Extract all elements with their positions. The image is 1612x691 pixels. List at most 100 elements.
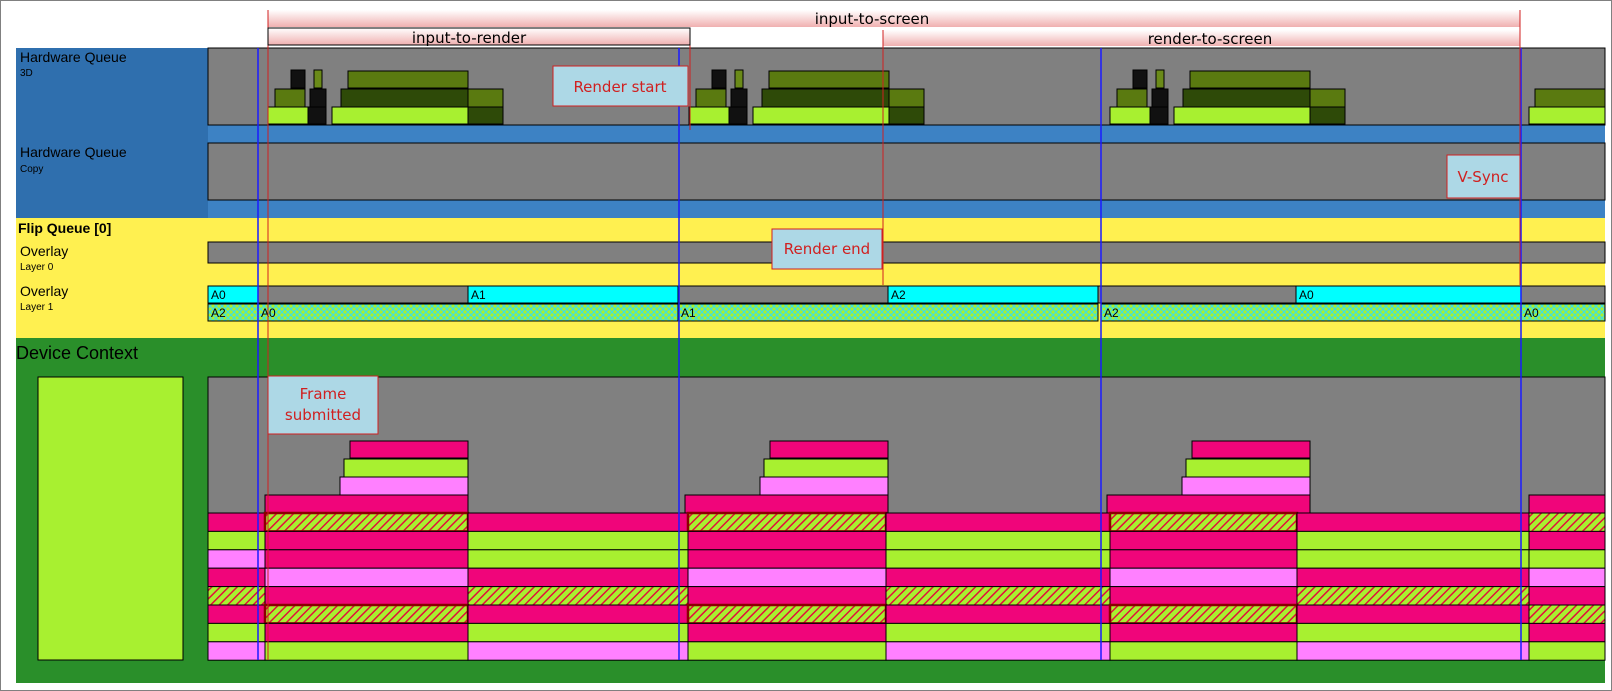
dc-row-cell xyxy=(687,549,887,569)
hwcopy-subtitle: Copy xyxy=(20,164,43,175)
dc-row-cell xyxy=(207,530,266,551)
dc-row-cell xyxy=(1296,586,1530,606)
dc-row-cell xyxy=(1528,549,1606,569)
dc-row-cell xyxy=(1296,512,1530,532)
dc-row-cell xyxy=(687,622,887,643)
dc-stack-bar xyxy=(1181,476,1311,496)
dc-row-cell xyxy=(1109,641,1298,661)
dc-row-cell xyxy=(263,511,470,533)
dc-stack-bar xyxy=(759,476,889,496)
overlay1-bottom-label: A0 xyxy=(261,306,276,320)
overlay1-top-label: A1 xyxy=(471,288,486,302)
overlay1-bottom-label: A2 xyxy=(1104,306,1119,320)
overlay1-bottom-label: A1 xyxy=(681,306,696,320)
device-context-rows xyxy=(207,511,1606,661)
dc-row-cell xyxy=(1109,586,1298,606)
dc-row-cell xyxy=(1296,622,1530,643)
dc-row-cell xyxy=(686,603,888,625)
dc-stack-bar xyxy=(1106,494,1311,514)
overlay0-subtitle: Layer 0 xyxy=(20,262,54,273)
overlay0-track xyxy=(207,241,1606,264)
dc-row-cell xyxy=(207,622,266,643)
dc-row-cell xyxy=(467,530,689,551)
dc-stack-bar xyxy=(339,476,469,496)
dc-row-cell xyxy=(1528,567,1606,588)
measure-input-to-screen: input-to-screen xyxy=(267,10,1521,30)
dc-row-cell xyxy=(467,567,689,588)
dc-row-cell xyxy=(1109,530,1298,551)
hw3d-frame-group xyxy=(1109,69,1346,125)
dc-row-cell xyxy=(885,549,1111,569)
vsync-lines xyxy=(257,48,1522,660)
dc-row-cell xyxy=(264,586,469,606)
overlay0-title: Overlay xyxy=(20,243,68,259)
dc-row-cell xyxy=(686,511,888,533)
dc-row-cell xyxy=(207,604,266,624)
hw3d-subtitle: 3D xyxy=(20,68,33,79)
dc-row-cell xyxy=(207,549,266,569)
dc-row-cell xyxy=(207,586,266,606)
hw-queue-label-column xyxy=(16,48,208,218)
device-context-stacks xyxy=(264,440,1606,514)
overlay1-bottom-bars: A2 A0 A1 A2 A0 xyxy=(207,303,1606,322)
dc-row-cell xyxy=(467,512,689,532)
dc-row-cell xyxy=(1528,622,1606,643)
callout-render-end-text: Render end xyxy=(784,240,870,258)
device-context-block xyxy=(37,376,184,661)
measure-input-to-render: input-to-render xyxy=(267,27,691,47)
dc-row-cell xyxy=(885,641,1111,661)
dc-row-cell xyxy=(264,567,469,588)
callout-frame-submitted: Frame submitted xyxy=(267,375,379,435)
dc-row-cell xyxy=(1528,530,1606,551)
dc-row-cell xyxy=(264,641,469,661)
dc-row-cell xyxy=(1528,586,1606,606)
callout-vsync: V-Sync xyxy=(1446,154,1521,199)
measure-input-to-render-label: input-to-render xyxy=(412,29,527,47)
dc-row-cell xyxy=(1109,549,1298,569)
dc-row-cell xyxy=(1296,604,1530,624)
dc-row-cell xyxy=(264,530,469,551)
overlay1-top-label: A2 xyxy=(891,288,906,302)
dc-row-cell xyxy=(1528,604,1606,624)
dc-row-cell xyxy=(885,586,1111,606)
measure-input-to-screen-label: input-to-screen xyxy=(815,10,930,28)
dc-row-cell xyxy=(264,549,469,569)
dc-row-cell xyxy=(1296,530,1530,551)
dc-row-cell xyxy=(885,622,1111,643)
dc-row-cell xyxy=(467,622,689,643)
dc-row-cell xyxy=(207,512,266,532)
dc-row-cell xyxy=(687,586,887,606)
dc-row-cell xyxy=(1296,549,1530,569)
dc-row-cell xyxy=(885,604,1111,624)
measure-render-to-screen: render-to-screen xyxy=(882,30,1521,48)
device-context-title: Device Context xyxy=(16,343,138,363)
dc-stack-bar xyxy=(349,440,469,459)
dc-row-cell xyxy=(207,567,266,588)
dc-stack-bar xyxy=(763,458,889,478)
flip-queue-title: Flip Queue [0] xyxy=(18,220,111,236)
dc-row-cell xyxy=(1109,567,1298,588)
dc-row-cell xyxy=(1296,567,1530,588)
overlay1-top-label: A0 xyxy=(1299,288,1314,302)
callout-frame-submitted-line1: Frame xyxy=(300,385,347,403)
dc-stack-bar xyxy=(684,494,889,514)
dc-row-cell xyxy=(885,567,1111,588)
callout-vsync-text: V-Sync xyxy=(1458,168,1509,186)
dc-row-cell xyxy=(885,530,1111,551)
dc-row-cell xyxy=(467,586,689,606)
dc-stack-bar xyxy=(1528,494,1606,514)
overlay1-bottom-label: A0 xyxy=(1524,306,1539,320)
dc-row-cell xyxy=(687,567,887,588)
dc-stack-bar xyxy=(343,458,469,478)
dc-row-cell xyxy=(1528,641,1606,661)
callout-render-start-text: Render start xyxy=(573,78,666,96)
dc-row-cell xyxy=(467,641,689,661)
callout-render-end: Render end xyxy=(771,228,883,270)
dc-row-cell xyxy=(207,641,266,661)
dc-row-cell xyxy=(264,622,469,643)
dc-stack-bar xyxy=(1185,458,1311,478)
hwcopy-track xyxy=(207,142,1606,201)
overlay1-top-bars: A0 A1 A2 A0 xyxy=(207,285,1522,304)
dc-row-cell xyxy=(687,641,887,661)
